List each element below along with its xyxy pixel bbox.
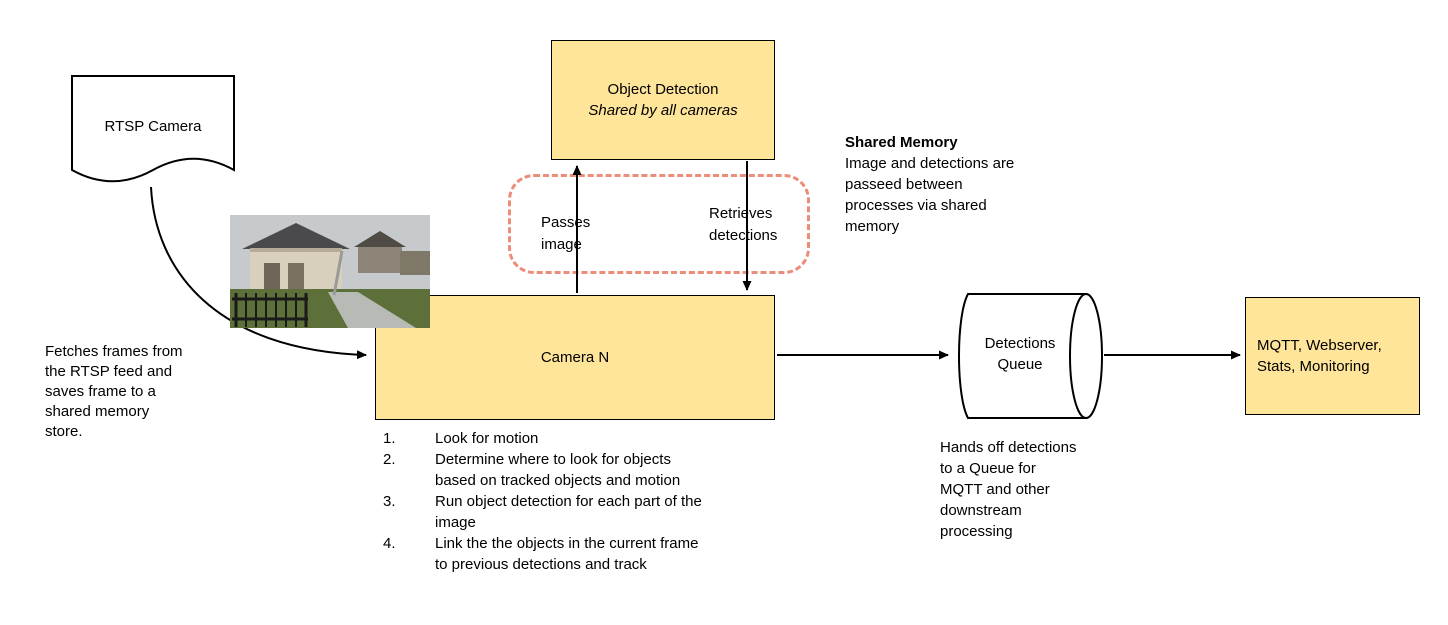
step-text: Link the the objects in the current fram… bbox=[435, 535, 699, 573]
shared-memory-note: Shared Memory Image and detections are p… bbox=[845, 132, 1060, 237]
rtsp-camera-label: RTSP Camera bbox=[104, 118, 202, 135]
step-number: 2. bbox=[383, 451, 396, 468]
queue-handoff-note: Hands off detections to a Queue for MQTT… bbox=[940, 439, 1077, 540]
step-number: 3. bbox=[383, 493, 396, 510]
object-detection-title: Object Detection bbox=[607, 81, 719, 98]
camera-n-label: Camera N bbox=[540, 349, 610, 366]
object-detection-subtitle: Shared by all cameras bbox=[588, 102, 738, 119]
detections-queue-label: Detections Queue bbox=[984, 335, 1056, 373]
list-item: 1. Look for motion bbox=[383, 428, 765, 449]
step-number: 1. bbox=[383, 430, 396, 447]
camera-steps-list: 1. Look for motion 2. Determine where to… bbox=[383, 428, 765, 575]
step-text: Determine where to look for objects base… bbox=[435, 451, 681, 489]
fetch-frames-note: Fetches frames from the RTSP feed and sa… bbox=[45, 343, 183, 440]
shared-memory-region bbox=[508, 174, 810, 274]
retrieves-detections-label: Retrieves detections bbox=[709, 205, 778, 244]
shared-memory-note-body: Image and detections are passeed between… bbox=[845, 155, 1015, 235]
object-detection-node: Object Detection Shared by all cameras bbox=[551, 40, 775, 160]
list-item: 4. Link the the objects in the current f… bbox=[383, 533, 765, 575]
step-text: Look for motion bbox=[435, 430, 539, 447]
detections-queue-shape bbox=[958, 293, 1103, 419]
mqtt-webserver-node: MQTT, Webserver, Stats, Monitoring bbox=[1245, 297, 1420, 415]
list-item: 2. Determine where to look for objects b… bbox=[383, 449, 765, 491]
camera-snapshot-image bbox=[230, 215, 430, 328]
camera-n-node: Camera N bbox=[375, 295, 775, 420]
mqtt-webserver-label: MQTT, Webserver, Stats, Monitoring bbox=[1257, 337, 1382, 375]
rtsp-camera-shape bbox=[71, 75, 235, 183]
shared-memory-note-title: Shared Memory bbox=[845, 134, 958, 151]
step-text: Run object detection for each part of th… bbox=[435, 493, 702, 531]
passes-image-label: Passes image bbox=[541, 214, 591, 253]
step-number: 4. bbox=[383, 535, 396, 552]
list-item: 3. Run object detection for each part of… bbox=[383, 491, 765, 533]
